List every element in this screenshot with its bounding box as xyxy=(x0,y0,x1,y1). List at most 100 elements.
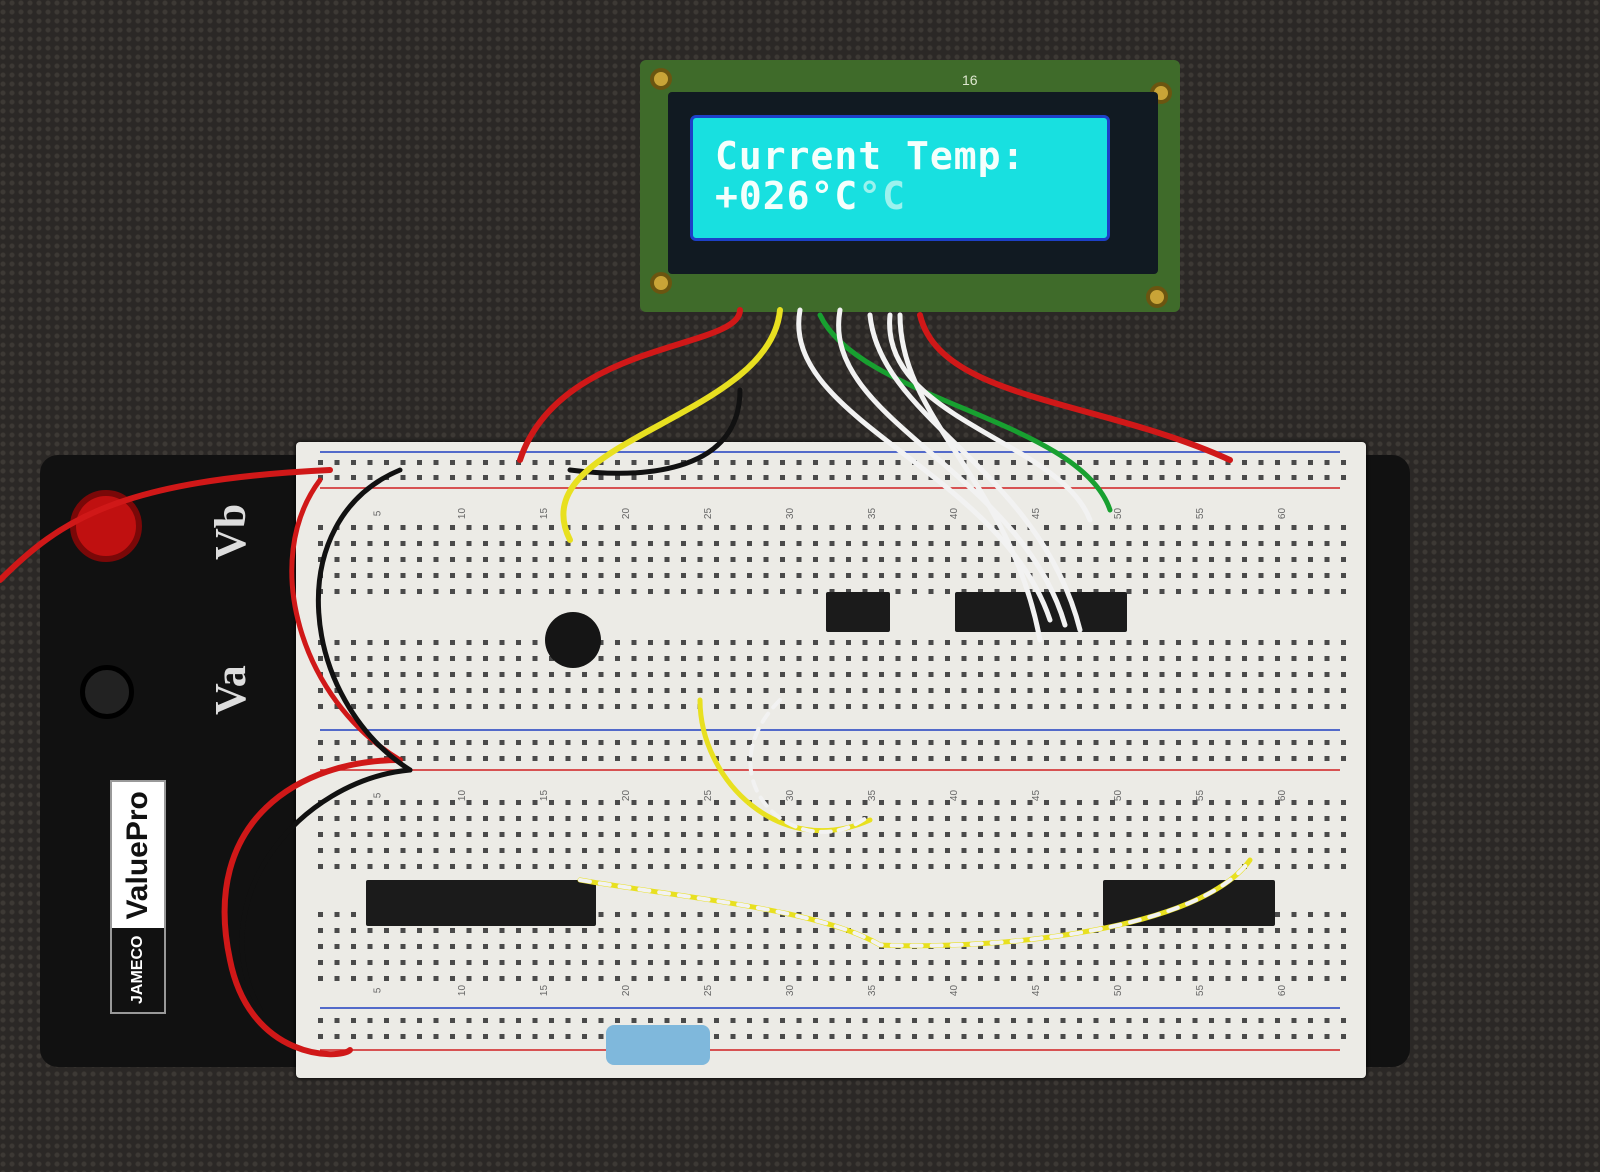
breadboard-hole xyxy=(516,944,521,949)
breadboard-hole xyxy=(1275,976,1280,981)
breadboard-hole xyxy=(549,928,554,933)
breadboard-hole xyxy=(1291,928,1297,933)
breadboard-hole xyxy=(615,740,620,745)
breadboard-hole xyxy=(1176,1034,1181,1039)
breadboard-hole xyxy=(565,864,571,869)
breadboard-hole xyxy=(1291,960,1297,965)
breadboard-hole xyxy=(961,1034,967,1039)
breadboard-hole xyxy=(912,976,917,981)
breadboard-hole xyxy=(697,756,703,761)
breadboard-hole xyxy=(912,800,917,805)
breadboard-hole xyxy=(582,976,587,981)
breadboard-hole xyxy=(1027,756,1033,761)
breadboard-hole xyxy=(1192,848,1198,853)
breadboard-hole xyxy=(1258,525,1264,530)
breadboard-hole xyxy=(400,475,406,480)
breadboard-hole xyxy=(1044,1034,1049,1039)
breadboard-hole xyxy=(1291,589,1297,594)
breadboard-hole xyxy=(714,557,719,562)
breadboard-hole xyxy=(417,525,422,530)
breadboard-hole xyxy=(879,864,884,869)
breadboard-hole xyxy=(1242,928,1247,933)
breadboard-hole xyxy=(1291,976,1297,981)
breadboard-hole xyxy=(1209,944,1214,949)
breadboard-hole xyxy=(1044,756,1049,761)
breadboard-hole xyxy=(417,1034,422,1039)
breadboard-hole xyxy=(829,460,835,465)
breadboard-hole xyxy=(318,912,323,917)
breadboard-hole xyxy=(681,944,686,949)
breadboard-hole xyxy=(796,589,802,594)
breadboard-hole xyxy=(351,864,356,869)
breadboard-hole xyxy=(763,1018,769,1023)
breadboard-hole xyxy=(516,832,521,837)
breadboard-hole xyxy=(1093,475,1099,480)
breadboard-hole xyxy=(829,573,835,578)
breadboard-hole xyxy=(1192,1034,1198,1039)
breadboard-hole xyxy=(813,656,818,661)
breadboard-hole xyxy=(1192,656,1198,661)
breadboard-hole xyxy=(846,800,851,805)
breadboard-hole xyxy=(1011,960,1016,965)
breadboard-hole xyxy=(928,928,934,933)
breadboard-hole xyxy=(516,960,521,965)
breadboard-hole xyxy=(994,960,1000,965)
breadboard-hole xyxy=(532,1018,538,1023)
breadboard-hole xyxy=(450,832,455,837)
breadboard-hole xyxy=(1143,475,1148,480)
breadboard-hole xyxy=(351,525,356,530)
breadboard-hole xyxy=(433,848,439,853)
breadboard-hole xyxy=(846,816,851,821)
breadboard-hole xyxy=(664,460,670,465)
breadboard-hole xyxy=(1225,800,1231,805)
breadboard-hole xyxy=(994,944,1000,949)
breadboard-hole xyxy=(367,1018,373,1023)
breadboard-hole xyxy=(994,740,1000,745)
breadboard-hole xyxy=(1143,640,1148,645)
breadboard-hole xyxy=(1093,656,1099,661)
breadboard-hole xyxy=(730,672,736,677)
twisted-white-wire xyxy=(578,858,1252,948)
breadboard-hole xyxy=(796,557,802,562)
breadboard-hole xyxy=(1077,800,1082,805)
breadboard-hole xyxy=(532,740,538,745)
breadboard-hole xyxy=(433,1018,439,1023)
breadboard-hole xyxy=(879,573,884,578)
breadboard-hole xyxy=(1275,704,1280,709)
breadboard-hole xyxy=(945,912,950,917)
breadboard-hole xyxy=(714,848,719,853)
breadboard-hole xyxy=(928,656,934,661)
breadboard-hole xyxy=(1192,960,1198,965)
breadboard-hole xyxy=(846,756,851,761)
breadboard-hole xyxy=(1044,460,1049,465)
breadboard-hole xyxy=(681,976,686,981)
breadboard-hole xyxy=(780,589,785,594)
breadboard-hole xyxy=(433,864,439,869)
breadboard-hole xyxy=(1341,656,1346,661)
breadboard-hole xyxy=(895,848,901,853)
black-binding-post-va[interactable] xyxy=(80,665,134,719)
breadboard-hole xyxy=(1258,864,1264,869)
breadboard-hole xyxy=(384,460,389,465)
breadboard-hole xyxy=(1176,573,1181,578)
breadboard-hole xyxy=(978,756,983,761)
breadboard-hole xyxy=(400,740,406,745)
black-wire xyxy=(567,387,743,476)
breadboard-hole xyxy=(862,832,868,837)
breadboard-hole xyxy=(1126,832,1132,837)
breadboard-hole xyxy=(549,573,554,578)
breadboard-hole xyxy=(334,541,340,546)
breadboard-hole xyxy=(351,460,356,465)
breadboard-hole xyxy=(664,557,670,562)
breadboard-hole xyxy=(400,1018,406,1023)
breadboard-hole xyxy=(367,848,373,853)
breadboard-hole xyxy=(1209,672,1214,677)
breadboard-hole xyxy=(846,688,851,693)
breadboard-hole xyxy=(1324,864,1330,869)
breadboard-hole xyxy=(862,800,868,805)
breadboard-hole xyxy=(648,557,653,562)
breadboard-hole xyxy=(615,848,620,853)
breadboard-hole xyxy=(763,525,769,530)
breadboard-hole xyxy=(714,864,719,869)
breadboard-hole xyxy=(334,740,340,745)
